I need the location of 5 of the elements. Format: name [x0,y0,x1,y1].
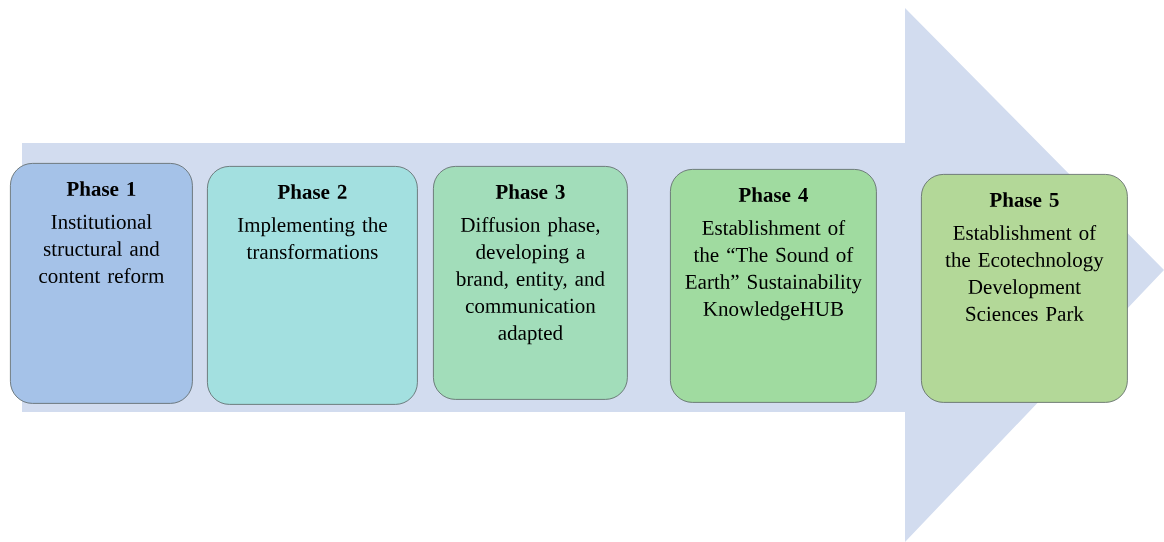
phase-box: Phase 3 Diffusion phase, developing a brand, entity, and communication adapted [433,166,628,400]
phase-box: Phase 1 Institutional structural and content reform [10,163,193,404]
phase-box: Phase 4 Establishment of the “The Sound of Earth” Sustainability KnowledgeHUB [670,169,877,403]
phase-box: Phase 2 Implementing the transformations [207,166,418,405]
phase-box: Phase 5 Establishment of the Ecotechnology Development Sciences Park [921,174,1128,403]
